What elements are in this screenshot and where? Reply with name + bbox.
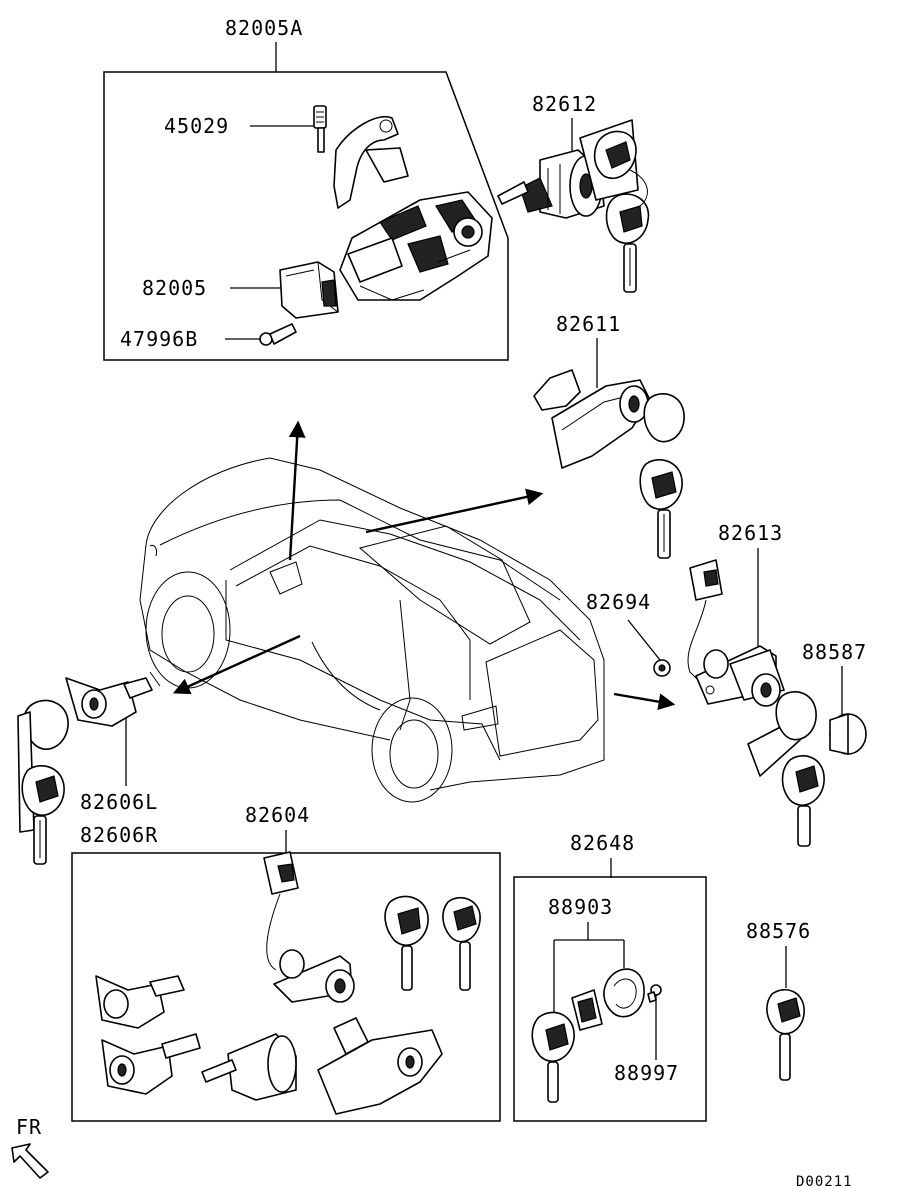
label-82694: 82694 bbox=[586, 590, 651, 614]
label-88903: 88903 bbox=[548, 895, 613, 919]
label-82612: 82612 bbox=[532, 92, 597, 116]
label-82005A: 82005A bbox=[225, 16, 303, 40]
lock-set-82604-cylinder bbox=[273, 949, 355, 1003]
lock-set-82604-ignition-cylinder bbox=[201, 1033, 297, 1101]
key-cover-88903 bbox=[603, 968, 645, 1018]
ignition-switch-82005A bbox=[339, 191, 493, 301]
bolt-45029 bbox=[313, 105, 327, 153]
key-case-88903 bbox=[571, 989, 603, 1031]
label-45029: 45029 bbox=[164, 114, 229, 138]
label-88587: 88587 bbox=[802, 640, 867, 664]
label-82005: 82005 bbox=[142, 276, 207, 300]
key-set-82611 bbox=[639, 393, 685, 559]
ignition-bracket bbox=[333, 115, 399, 209]
lock-set-82604-connector bbox=[263, 851, 299, 971]
door-handle-82611 bbox=[533, 369, 651, 469]
arrow-to-82606L bbox=[172, 634, 301, 695]
label-82606R: 82606R bbox=[80, 823, 158, 847]
front-direction-arrow bbox=[11, 1143, 49, 1179]
label-82604: 82604 bbox=[245, 803, 310, 827]
arrow-to-82005A bbox=[288, 420, 306, 561]
lock-cylinder-82613 bbox=[695, 645, 785, 707]
key-set-82613 bbox=[747, 691, 825, 847]
connector-82613 bbox=[687, 559, 723, 683]
nut-82694 bbox=[653, 659, 671, 677]
vehicle-outline bbox=[139, 457, 605, 803]
lock-set-82604-door-handle bbox=[317, 1017, 443, 1115]
label-82648: 82648 bbox=[570, 831, 635, 855]
key-set-82606L bbox=[17, 699, 69, 865]
screw-47996B bbox=[259, 323, 297, 346]
lock-set-82604-key-1 bbox=[384, 895, 429, 991]
screw-88997 bbox=[647, 984, 662, 1003]
key-set-82612 bbox=[579, 119, 650, 293]
label-47996B: 47996B bbox=[120, 327, 198, 351]
direction-label: FR bbox=[16, 1115, 42, 1139]
arrow-to-82613 bbox=[613, 692, 676, 710]
key-88576 bbox=[766, 989, 805, 1081]
label-82611: 82611 bbox=[556, 312, 621, 336]
box-82648 bbox=[513, 876, 707, 1122]
arrow-to-82611 bbox=[365, 488, 544, 534]
switch-82005 bbox=[279, 261, 339, 319]
drawing-code: D00211 bbox=[796, 1174, 853, 1187]
door-lock-82606L bbox=[65, 671, 161, 727]
label-82606L: 82606L bbox=[80, 790, 158, 814]
cap-88587 bbox=[829, 713, 867, 755]
label-88997: 88997 bbox=[614, 1061, 679, 1085]
label-82613: 82613 bbox=[718, 521, 783, 545]
box-82005A bbox=[103, 71, 509, 361]
lock-set-82604-door-lock-1 bbox=[95, 975, 185, 1029]
key-88903 bbox=[531, 1011, 575, 1103]
lock-set-82604-key-2 bbox=[442, 896, 481, 991]
lock-set-82604-door-lock-2 bbox=[101, 1033, 201, 1095]
label-88576: 88576 bbox=[746, 919, 811, 943]
